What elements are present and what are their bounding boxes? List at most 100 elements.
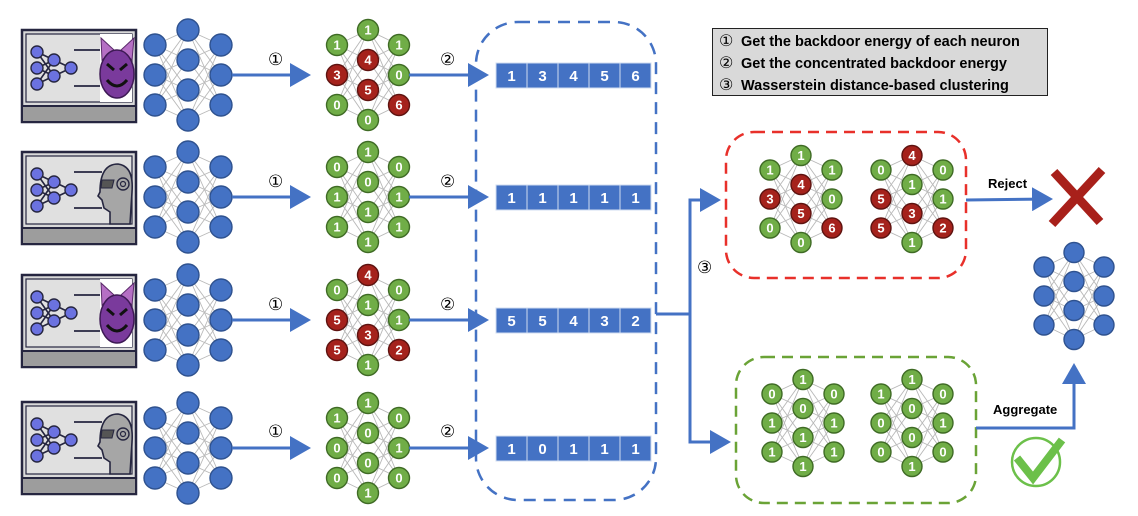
neuron-energy-value: 1	[939, 416, 946, 431]
neuron	[209, 278, 233, 302]
vector-cell	[495, 435, 528, 462]
legend-num: ③	[719, 77, 734, 94]
devil-eyes	[106, 307, 128, 317]
neuron-energy-value: 0	[395, 283, 402, 298]
neuron-energy-value: 5	[877, 221, 884, 236]
icon-node	[30, 433, 44, 447]
neuron	[1093, 285, 1115, 307]
neuron-energy-value: 0	[395, 68, 402, 83]
check-circle	[1010, 436, 1062, 488]
client-4-model	[143, 391, 233, 505]
vector-cell-value: 1	[569, 441, 577, 458]
neuron	[1033, 314, 1055, 336]
energy-neuron	[790, 144, 812, 167]
energy-neuron	[325, 63, 349, 87]
icon-node	[30, 322, 44, 336]
reject-x-icon	[1048, 166, 1106, 228]
step2-label-row3: ②	[440, 295, 456, 314]
connection-edge	[769, 155, 802, 229]
energy-neuron	[870, 159, 892, 181]
neuron	[1033, 285, 1055, 307]
connection-edge	[367, 417, 400, 494]
energy-neuron	[387, 215, 411, 239]
icon-node	[30, 290, 44, 304]
cluster-arrow-reject	[656, 188, 721, 316]
neuron-energy-value: 1	[333, 411, 340, 426]
energy-neuron	[356, 293, 380, 317]
neuron-energy-value: 1	[333, 190, 340, 205]
devil-smile	[105, 323, 129, 333]
screen-base	[21, 227, 137, 245]
step1-label-row3: ①	[268, 295, 284, 314]
vector-cell-value: 1	[507, 190, 515, 207]
vector-cell-value: 5	[507, 313, 515, 330]
energy-neuron	[761, 441, 783, 463]
vector-cell-value: 3	[600, 313, 608, 330]
vector-cell	[619, 62, 652, 89]
devil-face	[99, 49, 135, 99]
vector-cell-value: 5	[600, 68, 608, 85]
energy-neuron	[792, 397, 814, 420]
connection-edge	[771, 379, 804, 453]
neuron-energy-value: 1	[768, 416, 775, 431]
icon-node	[30, 183, 44, 197]
energy-neuron	[821, 217, 843, 239]
vector-cell-value: 6	[631, 68, 639, 85]
neuron-energy-value: 1	[333, 38, 340, 53]
neuron	[209, 215, 233, 239]
neuron	[209, 308, 233, 332]
energy-neuron	[790, 202, 812, 225]
network-icon	[30, 290, 78, 336]
vector-cell-value: 2	[631, 313, 639, 330]
energy-neuron	[932, 383, 954, 405]
neuron-energy-value: 0	[766, 221, 773, 236]
robot-ear	[116, 177, 130, 191]
neuron	[143, 155, 167, 179]
energy-neuron	[387, 33, 411, 57]
energy-neuron	[870, 217, 892, 239]
neuron-energy-value: 0	[364, 456, 371, 471]
neuron-energy-value: 0	[939, 387, 946, 402]
neuron-energy-value: 2	[939, 221, 946, 236]
neuron	[176, 481, 200, 505]
neuron-energy-value: 1	[830, 416, 837, 431]
connection-edge	[880, 379, 913, 453]
check-icon	[1010, 436, 1066, 488]
neuron	[176, 48, 200, 72]
energy-neuron	[356, 481, 380, 505]
neuron	[176, 263, 200, 287]
vector-cell	[495, 62, 528, 89]
vector-cell-value: 1	[600, 441, 608, 458]
neuron	[209, 63, 233, 87]
energy-neuron	[325, 185, 349, 209]
energy-neuron	[901, 202, 923, 225]
vector-cell	[495, 307, 528, 334]
connection-edge	[911, 169, 944, 243]
neuron-energy-value: 0	[333, 98, 340, 113]
neuron-energy-value: 0	[395, 411, 402, 426]
icon-node	[30, 61, 44, 75]
neuron-energy-value: 1	[908, 235, 915, 250]
energy-neuron	[356, 451, 380, 475]
connection-edge	[187, 417, 222, 494]
step1-label-row1: ①	[268, 50, 284, 69]
neuron-energy-value: 6	[395, 98, 402, 113]
neuron	[1063, 299, 1085, 322]
legend-item-1: ① Get the backdoor energy of each neuron	[719, 31, 1041, 53]
robot-ear	[116, 427, 130, 441]
neuron	[209, 155, 233, 179]
vector-cell-value: 1	[600, 190, 608, 207]
step1-label-row4: ①	[268, 422, 284, 441]
neuron-energy-value: 0	[333, 160, 340, 175]
step1-label-row2: ①	[268, 172, 284, 191]
vector-cell	[588, 184, 621, 211]
neuron-energy-value: 0	[908, 430, 915, 445]
vector-cell-value: 4	[569, 68, 578, 85]
neuron-energy-value: 5	[364, 83, 371, 98]
energy-neuron	[761, 383, 783, 405]
neuron	[209, 436, 233, 460]
connection-edge	[880, 155, 913, 229]
neuron-energy-value: 1	[799, 430, 806, 445]
